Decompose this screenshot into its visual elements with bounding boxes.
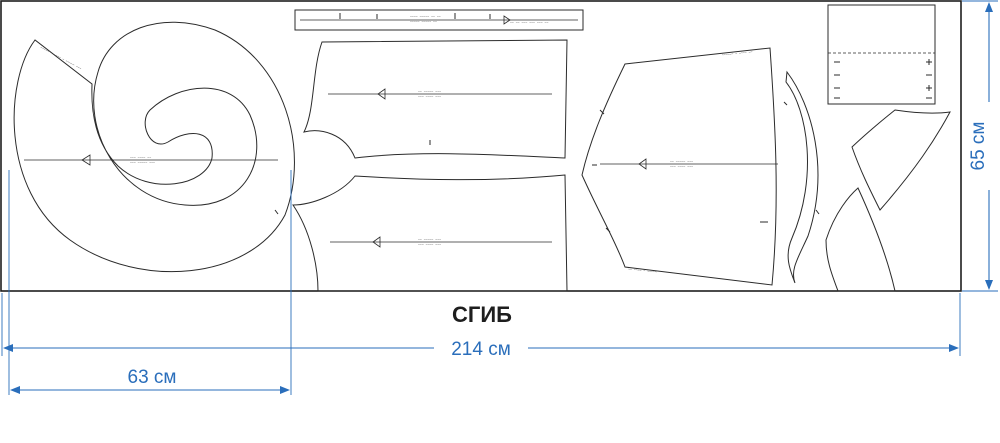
- svg-text:~~ ~~~~ ~ ~~~~~: ~~ ~~~~ ~ ~~~~~: [628, 267, 657, 274]
- binding-strip-piece: [783, 70, 820, 284]
- waistband-piece: ~~~~ ~~~~~ ~~ ~~ ~~~~~ ~~~~~ ~~ ~~ ~~ ~~…: [294, 9, 584, 31]
- svg-text:~~~ ~~~~~ ~~~: ~~~ ~~~~~ ~~~: [130, 161, 155, 165]
- svg-text:~~~ ~~~~ ~~: ~~~ ~~~~ ~~: [130, 156, 151, 160]
- svg-text:~~~~~ ~~~~~~ ~ ~~~~~ ~~~: ~~~~~ ~~~~~~ ~ ~~~~~ ~~~: [40, 45, 83, 70]
- svg-text:~~ ~~~~~ ~~~: ~~ ~~~~~ ~~~: [418, 238, 441, 242]
- height-label: 65 см: [968, 122, 989, 171]
- svg-text:~~~ ~~~~ ~~~: ~~~ ~~~~ ~~~: [418, 243, 441, 247]
- svg-text:~~ ~~~~~ ~~~: ~~ ~~~~~ ~~~: [418, 90, 441, 94]
- dimension-total-width: 214 см: [3, 339, 959, 360]
- sleeve-lower-piece: ~~ ~~~~~ ~~~ ~~~ ~~~~ ~~~: [292, 174, 568, 292]
- svg-text:~~ ~~~~~ ~~~: ~~ ~~~~~ ~~~: [670, 160, 693, 164]
- fabric-frame: [0, 0, 962, 292]
- dimension-skirt-width: 63 см: [10, 367, 290, 394]
- svg-text:~~~~~~ ~ ~~~~ ~~: ~~~~~~ ~ ~~~~ ~~: [722, 50, 753, 57]
- total-width-label: 214 см: [451, 339, 511, 360]
- svg-text:~~~~ ~~~~~ ~~ ~~: ~~~~ ~~~~~ ~~ ~~: [410, 15, 441, 19]
- sleeve-upper-piece: ~~ ~~~~~ ~~~ ~~~ ~~~~ ~~~: [303, 39, 568, 159]
- pocket-piece: [827, 4, 936, 105]
- svg-text:~~~ ~~~~ ~~~: ~~~ ~~~~ ~~~: [418, 95, 441, 99]
- svg-text:~~~~~ ~~~~~ ~~: ~~~~~ ~~~~~ ~~: [410, 20, 437, 24]
- spiral-skirt-piece: ~~~ ~~~~ ~~ ~~~ ~~~~~ ~~~ ~~~~~ ~~~~~~ ~…: [13, 21, 295, 273]
- svg-text:~~~ ~~~~ ~~~: ~~~ ~~~~ ~~~: [670, 165, 693, 169]
- dimension-height: 65 см: [968, 2, 993, 290]
- svg-text:~~ ~~ ~~~ ~~~ ~~~ ~~: ~~ ~~ ~~~ ~~~ ~~~ ~~: [510, 21, 548, 25]
- skirt-width-label: 63 см: [128, 367, 177, 388]
- fold-label: СГИБ: [452, 302, 512, 327]
- front-lower-piece: [825, 187, 896, 292]
- bodice-back-piece: ~~ ~~~~~ ~~~ ~~~ ~~~~ ~~~ ~~~~~~ ~ ~~~~ …: [581, 47, 778, 286]
- collar-piece: [851, 109, 951, 211]
